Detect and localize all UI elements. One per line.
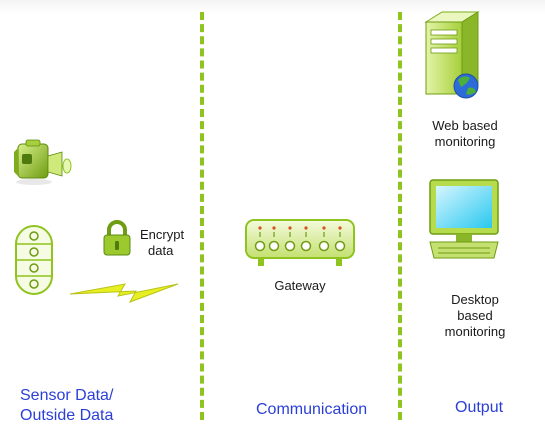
- section-title-sensor: Sensor Data/ Outside Data: [20, 386, 113, 426]
- router-gateway-icon: [245, 219, 355, 266]
- encrypt-label-line2: data: [148, 243, 174, 258]
- sensor-device-icon: [15, 225, 53, 295]
- video-camera-icon: [14, 139, 72, 185]
- section-title-output: Output: [455, 399, 504, 416]
- divider-right: [398, 12, 402, 420]
- encrypt-label-line1: Encrypt: [140, 227, 185, 242]
- section-sensor-line2: Outside Data: [20, 407, 114, 424]
- desktop-computer-icon: [429, 179, 499, 259]
- web-label-line2: monitoring: [434, 134, 496, 149]
- lightning-bolt-icon: [69, 283, 179, 303]
- section-sensor-line1: Sensor Data/: [20, 387, 114, 404]
- web-monitoring-label: Web based monitoring: [415, 118, 515, 150]
- lock-icon: [103, 220, 131, 256]
- section-title-communication: Communication: [256, 401, 368, 418]
- desktop-label-line1: Desktop: [451, 292, 499, 307]
- gateway-label: Gateway: [274, 278, 326, 293]
- encrypt-label: Encrypt data: [140, 227, 200, 259]
- desktop-label-line2: based: [457, 308, 493, 323]
- server-globe-icon: [424, 11, 480, 99]
- desktop-label-line3: monitoring: [444, 324, 506, 339]
- desktop-monitoring-label: Desktop based monitoring: [430, 292, 520, 340]
- web-label-line1: Web based: [432, 118, 498, 133]
- divider-left: [200, 12, 204, 420]
